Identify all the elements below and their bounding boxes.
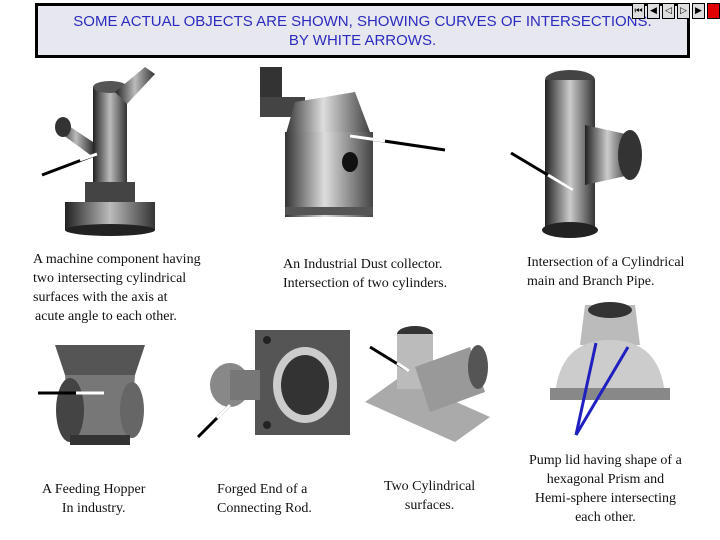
caption-dust-collector: An Industrial Dust collector. Intersecti… bbox=[283, 257, 448, 291]
intersection-arrow-3 bbox=[510, 151, 574, 192]
intersection-arrow-6 bbox=[369, 345, 410, 373]
title-banner: SOME ACTUAL OBJECTS ARE SHOWN, SHOWING C… bbox=[35, 3, 690, 58]
first-slide-button[interactable]: ⏮ bbox=[632, 3, 645, 19]
caption-machine-component: A machine component having two intersect… bbox=[33, 252, 201, 324]
slide-nav: ⏮ ◀ ◁ ▷ ▶ bbox=[632, 3, 720, 19]
machine-component-image bbox=[55, 67, 155, 236]
connecting-rod-image bbox=[210, 330, 350, 435]
intersection-arrow-4 bbox=[38, 391, 104, 395]
title-line-2: BY WHITE ARROWS. bbox=[288, 32, 437, 49]
caption-connecting-rod: Forged End of a Connecting Rod. bbox=[217, 482, 312, 516]
caption-pipe: Intersection of a Cylindrical main and B… bbox=[527, 255, 685, 289]
caption-pump-lid: Pump lid having shape of a hexagonal Pri… bbox=[529, 453, 682, 525]
back-button[interactable]: ◁ bbox=[662, 3, 675, 19]
caption-feeding-hopper: A Feeding Hopper In industry. bbox=[42, 482, 146, 516]
intersection-arrows-7 bbox=[574, 342, 630, 436]
caption-two-cylinders: Two Cylindrical surfaces. bbox=[384, 479, 476, 513]
intersection-arrow-1 bbox=[41, 152, 98, 177]
stop-button[interactable] bbox=[707, 3, 720, 19]
intersection-arrow-2 bbox=[349, 134, 446, 152]
pipe-tee-image bbox=[542, 70, 642, 238]
intersection-arrow-5 bbox=[196, 403, 232, 439]
next-slide-button[interactable]: ▷ bbox=[677, 3, 690, 19]
last-slide-button[interactable]: ▶ bbox=[692, 3, 705, 19]
dust-collector-image bbox=[260, 67, 373, 217]
two-cylinders-image bbox=[365, 326, 490, 442]
prev-slide-button[interactable]: ◀ bbox=[647, 3, 660, 19]
pump-lid-image bbox=[550, 302, 670, 400]
title-line-1: SOME ACTUAL OBJECTS ARE SHOWN, SHOWING C… bbox=[73, 13, 652, 30]
